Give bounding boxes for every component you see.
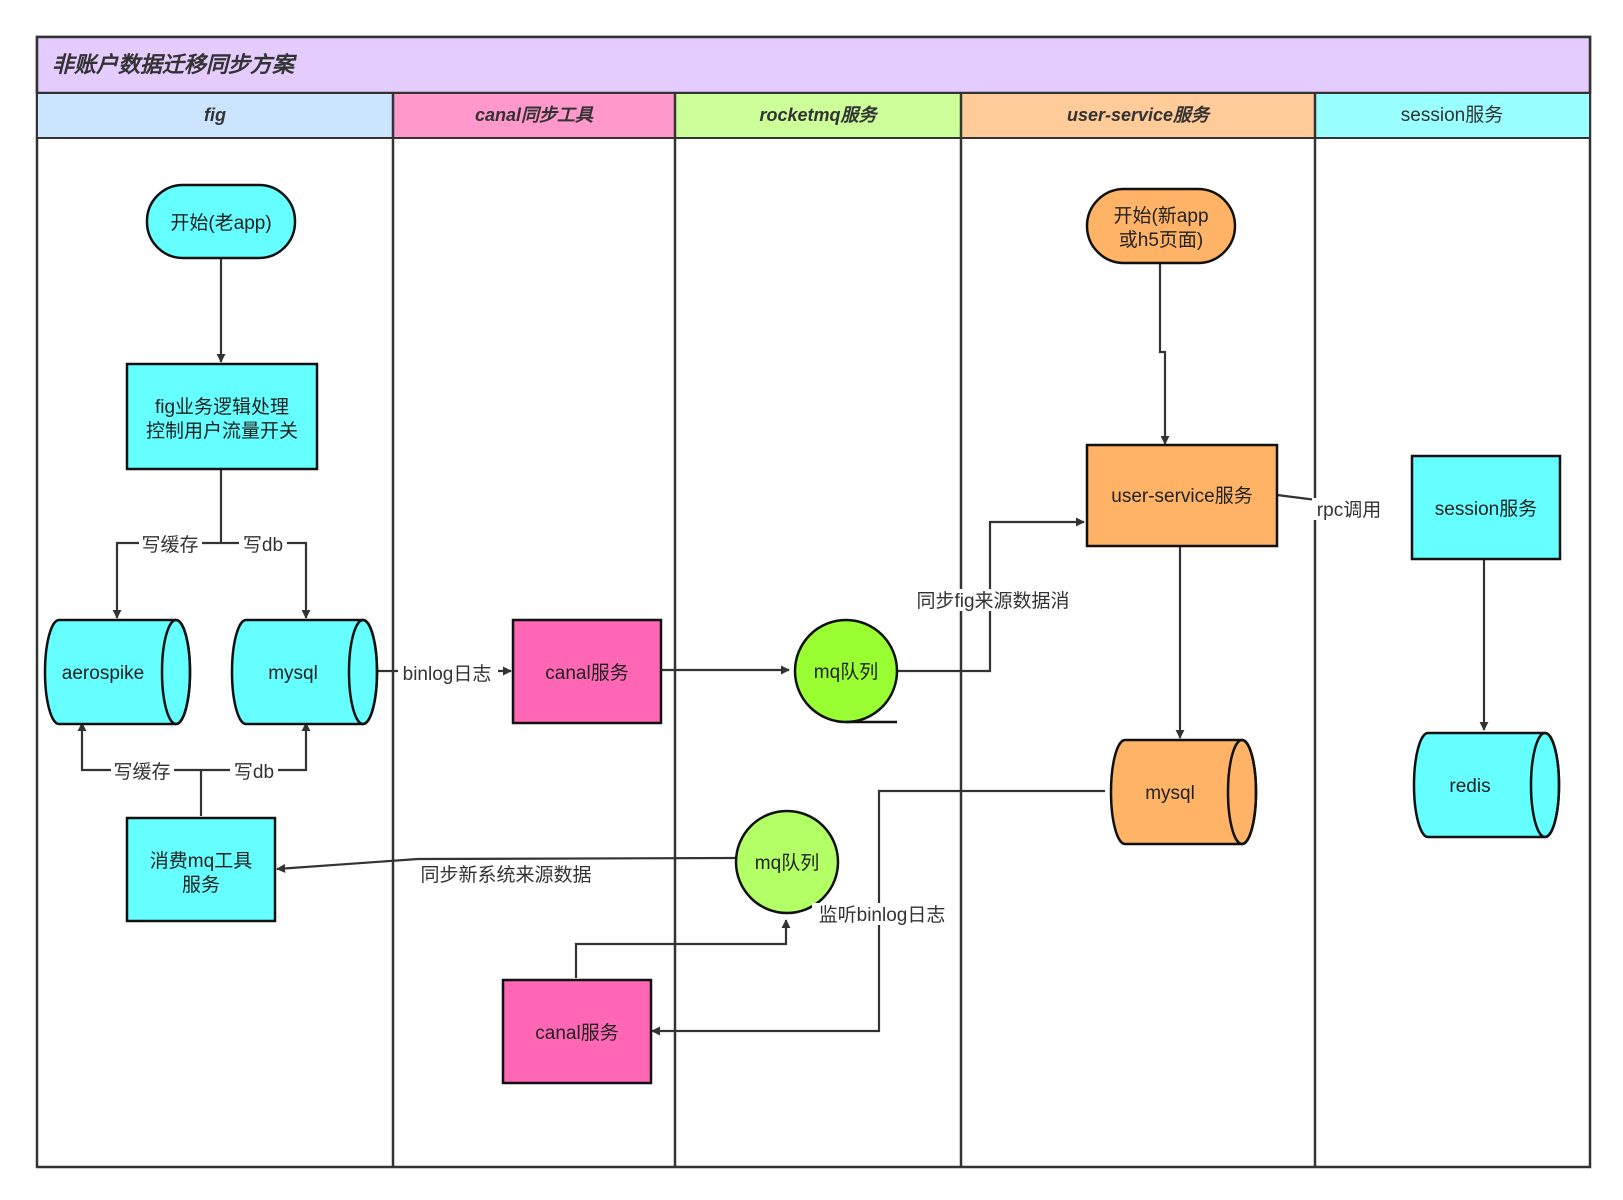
canal-service-label-bottom: canal服务: [535, 1022, 618, 1044]
fig-logic-label-line2: 控制用户流量开关: [146, 420, 298, 442]
edge-label-sync-new: 同步新系统来源数据: [420, 863, 592, 886]
aerospike-label: aerospike: [62, 663, 144, 684]
svg-text:写db: 写db: [234, 762, 274, 783]
lane-label-rocketmq: rocketmq服务: [759, 105, 879, 125]
svg-text:写db: 写db: [243, 535, 283, 556]
lane-label-fig: fig: [204, 105, 226, 125]
consumer-label-line1: 消费mq工具: [150, 850, 252, 872]
lane-label-user-service: user-service服务: [1067, 105, 1212, 125]
start-new-app-label-line1: 开始(新app: [1113, 205, 1208, 227]
lane-canal: canal同步工具: [392, 92, 676, 139]
session-service-label: session服务: [1435, 498, 1537, 520]
lane-session: session服务: [1314, 92, 1591, 139]
svg-text:同步fig来源数据消: 同步fig来源数据消: [916, 590, 1069, 612]
consumer-label-line2: 服务: [182, 874, 220, 896]
svg-text:binlog日志: binlog日志: [403, 663, 492, 685]
user-service-mysql-node: mysql: [1109, 738, 1258, 846]
user-service-mysql-label: mysql: [1145, 783, 1195, 804]
edge-start-new-to-user-service: [1158, 263, 1170, 445]
edge-label-write-db-bottom: 写db: [230, 760, 278, 783]
fig-logic-label-line1: fig业务逻辑处理: [155, 396, 289, 418]
svg-text:rpc调用: rpc调用: [1317, 499, 1381, 521]
edge-label-binlog: binlog日志: [398, 661, 498, 685]
svg-text:写缓存: 写缓存: [113, 761, 170, 783]
svg-text:同步新系统来源数据: 同步新系统来源数据: [420, 864, 591, 886]
lane-user-service: user-service服务: [960, 92, 1316, 139]
edge-label-write-cache-bottom: 写缓存: [111, 760, 174, 783]
fig-mysql-node: mysql: [230, 618, 379, 726]
diagram-title: 非账户数据迁移同步方案: [52, 52, 298, 77]
fig-mysql-label: mysql: [268, 663, 318, 684]
lane-fig: fig: [36, 92, 394, 139]
edge-label-write-cache-top: 写缓存: [139, 533, 202, 556]
svg-text:监听binlog日志: 监听binlog日志: [819, 904, 946, 926]
mq-queue-label-top: mq队列: [814, 661, 878, 683]
user-service-node: user-service服务: [1085, 443, 1279, 548]
lane-header-session: [1314, 92, 1591, 139]
edge-label-write-db-top: 写db: [239, 533, 287, 556]
mq-queue-label-bottom: mq队列: [755, 852, 819, 874]
fig-logic-node: fig业务逻辑处理 控制用户流量开关: [125, 362, 319, 471]
mq-queue-node-top: mq队列: [793, 618, 899, 724]
consumer-node: 消费mq工具 服务: [125, 816, 277, 923]
lane-rocketmq: rocketmq服务: [674, 92, 962, 139]
title-bar: [35, 35, 1592, 95]
mq-queue-node-bottom: mq队列: [734, 809, 840, 915]
edge-canal-to-mq-bottom: [574, 919, 791, 978]
canal-service-node-bottom: canal服务: [501, 978, 653, 1085]
edge-label-rpc: rpc调用: [1312, 498, 1386, 521]
session-service-node: session服务: [1410, 454, 1562, 561]
start-new-app-label-line2: 或h5页面): [1119, 229, 1203, 251]
edge-label-listen-binlog: 监听binlog日志: [812, 903, 952, 926]
start-old-app-label: 开始(老app): [170, 212, 271, 234]
redis-node: redis: [1412, 731, 1561, 839]
canal-service-label-top: canal服务: [545, 662, 628, 684]
start-new-app-node: 开始(新app 或h5页面): [1085, 187, 1237, 265]
start-old-app-node: 开始(老app): [145, 183, 297, 260]
user-service-label: user-service服务: [1111, 485, 1252, 507]
lane-label-session: session服务: [1401, 104, 1503, 126]
edge-label-sync-fig: 同步fig来源数据消: [913, 589, 1073, 612]
lane-header-rocketmq: [674, 92, 962, 139]
lane-header-fig: [36, 92, 394, 139]
edge-mq-to-consumer: [276, 856, 736, 873]
redis-label: redis: [1449, 776, 1490, 797]
canal-service-node-top: canal服务: [511, 618, 663, 725]
aerospike-node: aerospike: [43, 618, 192, 726]
lane-label-canal: canal同步工具: [475, 105, 594, 125]
svg-text:写缓存: 写缓存: [141, 534, 198, 556]
